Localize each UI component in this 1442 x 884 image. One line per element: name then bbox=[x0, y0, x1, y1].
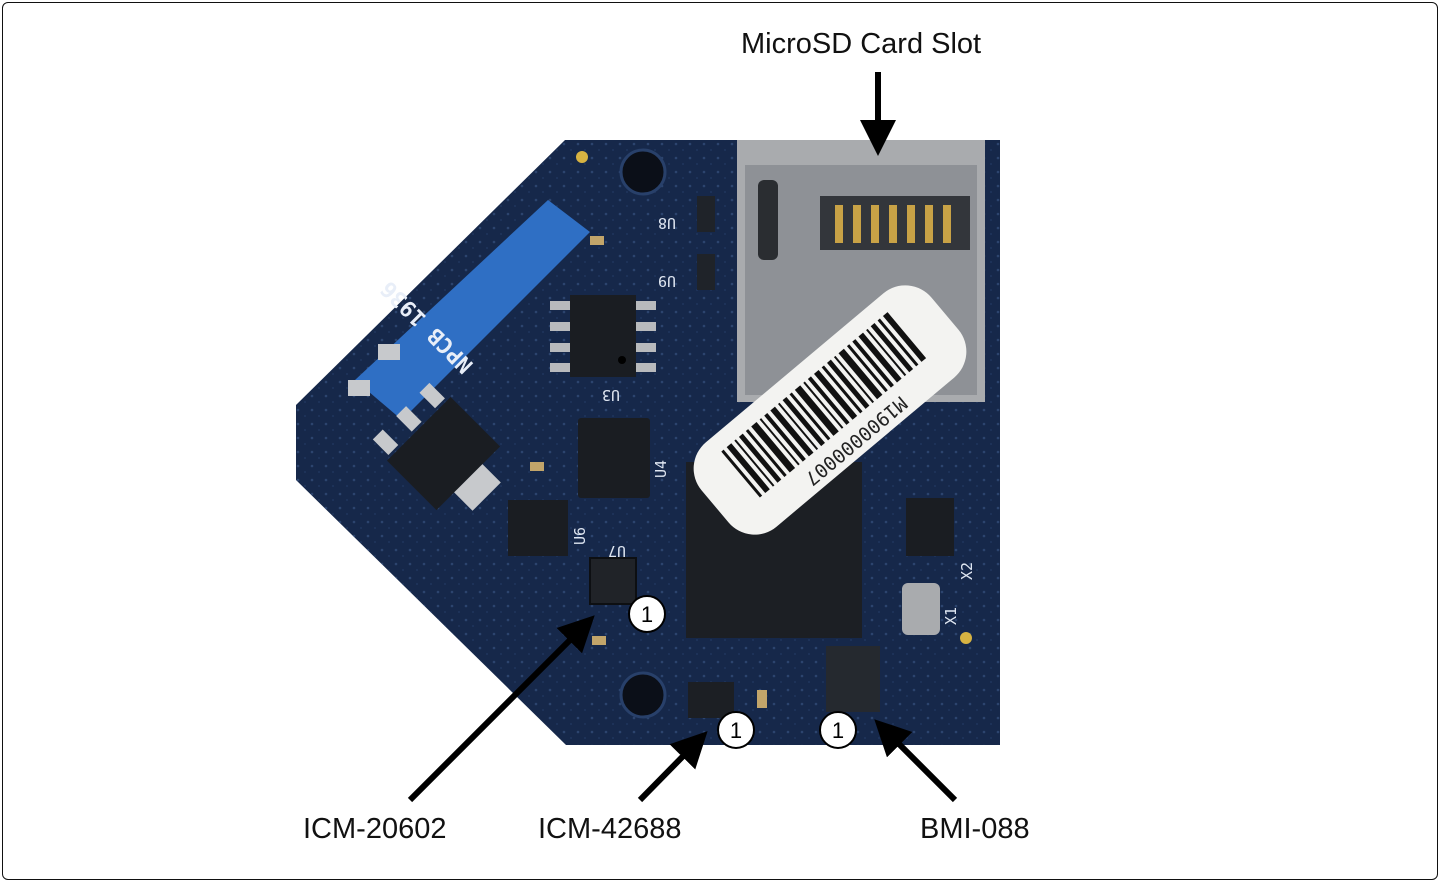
svg-text:1: 1 bbox=[832, 718, 844, 743]
label-icm-20602: ICM-20602 bbox=[303, 813, 447, 845]
icm-42688-chip bbox=[688, 682, 734, 718]
refdes-u7: U7 bbox=[608, 542, 626, 560]
pin1-marker-icm20602: 1 bbox=[628, 595, 666, 633]
label-bmi-088: BMI-088 bbox=[920, 813, 1030, 845]
refdes-u8: U8 bbox=[658, 214, 676, 232]
icm-20602-chip bbox=[589, 557, 637, 605]
pin1-marker-bmi088: 1 bbox=[819, 711, 857, 749]
label-microsd-card-slot: MicroSD Card Slot bbox=[741, 28, 982, 60]
arrow-bmi088 bbox=[874, 719, 958, 803]
refdes-x2: X2 bbox=[958, 562, 976, 580]
soic8-chip bbox=[550, 295, 656, 377]
refdes-u3: U3 bbox=[602, 386, 620, 404]
refdes-u9: U9 bbox=[658, 272, 676, 290]
pin1-marker-icm42688: 1 bbox=[717, 711, 755, 749]
refdes-u6: U6 bbox=[571, 527, 589, 545]
x2-chip bbox=[906, 498, 954, 556]
mounting-hole-bottom bbox=[619, 671, 667, 719]
mounting-hole-top bbox=[619, 148, 667, 196]
voltage-regulator bbox=[372, 382, 501, 511]
bmi-088-chip bbox=[826, 646, 880, 712]
u4-chip bbox=[578, 418, 650, 498]
refdes-u4: U4 bbox=[652, 460, 670, 478]
svg-text:1: 1 bbox=[730, 718, 742, 743]
refdes-x1: X1 bbox=[942, 607, 960, 625]
svg-text:1: 1 bbox=[641, 602, 653, 627]
label-icm-42688: ICM-42688 bbox=[538, 813, 682, 845]
arrow-icm20602 bbox=[407, 615, 595, 803]
arrow-icm42688 bbox=[637, 731, 708, 803]
callout-arrows bbox=[407, 72, 958, 803]
x1-crystal bbox=[902, 583, 940, 635]
u6-chip bbox=[508, 500, 568, 556]
